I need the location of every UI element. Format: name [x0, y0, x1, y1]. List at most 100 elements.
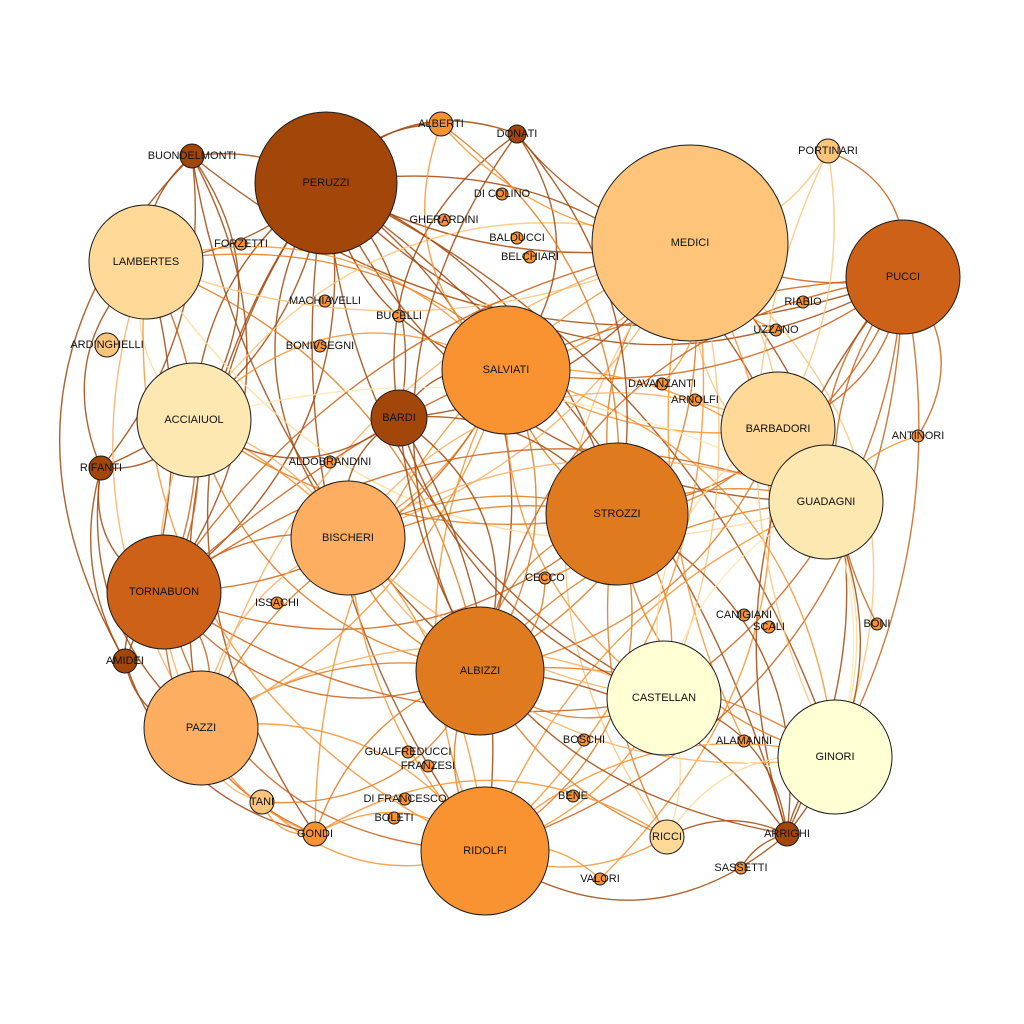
node-alberti[interactable] [428, 111, 454, 137]
node-salviati[interactable] [441, 305, 571, 435]
node-bardi[interactable] [370, 389, 428, 447]
edge-lambertes-albizzi [145, 261, 481, 672]
node-label-amidei: AMIDEI [106, 655, 144, 667]
node-riabio[interactable] [796, 295, 810, 309]
node-davanzanti[interactable] [655, 377, 669, 391]
node-arnolfi[interactable] [688, 393, 702, 407]
node-acciaiuol[interactable] [136, 362, 252, 478]
node-albizzi[interactable] [415, 606, 545, 736]
node-di-francesco[interactable] [398, 792, 412, 806]
node-forzetti[interactable] [234, 237, 248, 251]
node-label-peruzzi: PERUZZI [302, 177, 349, 189]
node-peruzzi[interactable] [254, 111, 398, 255]
node-label-davanzanti: DAVANZANTI [628, 378, 696, 390]
node-valori[interactable] [593, 872, 607, 886]
node-label-donati: DONATI [497, 128, 538, 140]
node-antinori[interactable] [911, 429, 925, 443]
node-label-boleti: BOLETI [374, 812, 413, 824]
edge-ridolfi-guadagni [484, 501, 827, 852]
node-issachi[interactable] [270, 596, 284, 610]
node-bucelli[interactable] [392, 309, 406, 323]
edge-salviati-ridolfi [435, 369, 507, 852]
node-label-tani: TANI [250, 796, 274, 808]
node-label-belchiari: BELCHIARI [501, 251, 559, 263]
edge-pucci-albizzi [479, 276, 904, 672]
node-label-cecco: CECCO [525, 572, 565, 584]
node-buondelmonti[interactable] [179, 143, 205, 169]
node-donati[interactable] [507, 124, 527, 144]
node-strozzi[interactable] [545, 442, 689, 586]
node-boschi[interactable] [577, 733, 591, 747]
edge-peruzzi-ginori [325, 182, 836, 758]
node-label-forzetti: FORZETTI [214, 238, 268, 250]
node-rifanti[interactable] [88, 455, 114, 481]
node-franzesi[interactable] [421, 759, 435, 773]
node-ridolfi[interactable] [420, 786, 550, 916]
node-aldobrandini[interactable] [323, 455, 337, 469]
node-ginori[interactable] [777, 699, 893, 815]
node-guadagni[interactable] [768, 444, 884, 560]
node-balducci[interactable] [510, 231, 524, 245]
node-di-colino[interactable] [495, 187, 509, 201]
node-boleti[interactable] [387, 811, 401, 825]
node-pazzi[interactable] [143, 670, 259, 786]
edge-pucci-arrighi [755, 276, 904, 835]
node-label-arrighi: ARRIGHI [764, 828, 810, 840]
node-label-riabio: RIABIO [784, 296, 822, 308]
node-lambertes[interactable] [88, 204, 204, 320]
node-layer [88, 111, 961, 916]
node-label-machiavelli: MACHIAVELLI [289, 295, 361, 307]
node-gherardini[interactable] [437, 213, 451, 227]
node-label-gherardini: GHERARDINI [409, 214, 478, 226]
edge-medici-gondi [314, 242, 691, 835]
node-label-antinori: ANTINORI [892, 430, 945, 442]
node-bischeri[interactable] [290, 480, 406, 596]
edge-buondelmonti-rifanti [100, 155, 197, 469]
node-label-barbadori: BARBADORI [746, 423, 811, 435]
node-tornabuon[interactable] [106, 534, 222, 650]
node-label-albizzi: ALBIZZI [460, 665, 500, 677]
node-label-ricci: RICCI [652, 831, 682, 843]
node-uzzano[interactable] [769, 323, 783, 337]
node-label-portinari: PORTINARI [798, 145, 858, 157]
node-label-bucelli: BUCELLI [376, 310, 422, 322]
node-medici[interactable] [591, 144, 789, 342]
node-ardinghelli[interactable] [94, 332, 120, 358]
node-amidei[interactable] [112, 648, 138, 674]
node-bene[interactable] [566, 789, 580, 803]
node-tani[interactable] [249, 789, 275, 815]
node-gondi[interactable] [302, 821, 328, 847]
node-belchiari[interactable] [523, 250, 537, 264]
node-label-medici: MEDICI [671, 237, 710, 249]
node-portinari[interactable] [815, 138, 841, 164]
edge-buondelmonti-albizzi [191, 155, 481, 672]
node-label-castellan: CASTELLAN [632, 692, 696, 704]
edge-pucci-ginori [834, 276, 920, 758]
node-label-ardinghelli: ARDINGHELLI [70, 339, 143, 351]
node-ricci[interactable] [649, 819, 685, 855]
node-label-gualfreducci: GUALFREDUCCI [365, 746, 452, 758]
edge-amidei-rifanti [90, 467, 126, 662]
node-canigiani[interactable] [737, 608, 751, 622]
node-label-acciaiuol: ACCIAIUOL [164, 414, 223, 426]
edge-pucci-ridolfi [484, 276, 904, 852]
node-arrighi[interactable] [774, 821, 800, 847]
node-cecco[interactable] [538, 571, 552, 585]
node-label-lambertes: LAMBERTES [113, 256, 179, 268]
node-label-pucci: PUCCI [886, 271, 920, 283]
node-gualfreducci[interactable] [401, 745, 415, 759]
node-sassetti[interactable] [734, 861, 748, 875]
node-castellan[interactable] [606, 640, 722, 756]
node-pucci[interactable] [845, 219, 961, 335]
node-label-bardi: BARDI [382, 412, 416, 424]
edge-ridolfi-tornabuon [163, 591, 486, 852]
node-label-canigiani: CANIGIANI [716, 609, 772, 621]
node-label-uzzano: UZZANO [753, 324, 799, 336]
node-bonivsegni[interactable] [313, 339, 327, 353]
node-machiavelli[interactable] [318, 294, 332, 308]
node-label-gondi: GONDI [297, 828, 333, 840]
edge-buondelmonti-tornabuon [163, 155, 248, 593]
node-alamanni[interactable] [737, 734, 751, 748]
node-boni[interactable] [870, 617, 884, 631]
node-scali[interactable] [762, 620, 776, 634]
